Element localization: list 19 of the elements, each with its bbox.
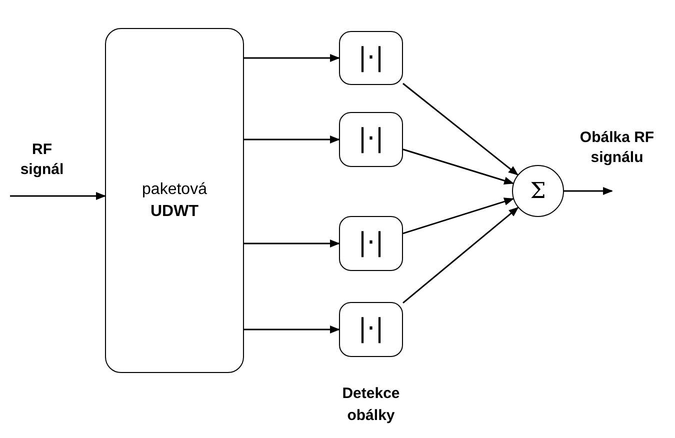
arrow: [564, 187, 613, 195]
abs-value-box: |·|: [339, 31, 403, 85]
block-label: UDWT: [150, 202, 198, 222]
arrow: [244, 326, 340, 334]
arrow: [244, 240, 340, 248]
arrow: [244, 54, 340, 62]
arrow: [402, 206, 519, 304]
arrow: [402, 148, 514, 184]
abs-value-box: |·|: [339, 112, 403, 167]
arrow: [10, 192, 106, 200]
caption-label: Detekce obálky: [341, 384, 401, 426]
abs-value-box: |·|: [339, 302, 403, 357]
arrow: [244, 136, 340, 144]
edge-label: RF signál: [19, 140, 65, 180]
arrow: [402, 198, 514, 234]
block-label: paketová: [142, 180, 207, 200]
abs-value-box: |·|: [339, 216, 403, 271]
arrow: [402, 82, 518, 176]
edge-label: Obálka RF signálu: [578, 128, 656, 168]
